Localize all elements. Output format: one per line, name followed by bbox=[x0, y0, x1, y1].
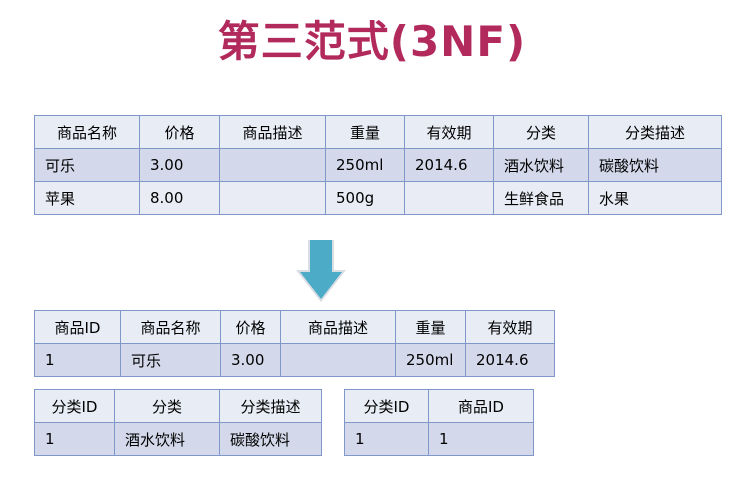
table-cell: 可乐 bbox=[120, 343, 221, 377]
header-cell: 有效期 bbox=[404, 115, 494, 149]
header-cell: 有效期 bbox=[465, 310, 555, 344]
table-cell: 生鲜食品 bbox=[493, 181, 589, 215]
header-cell: 分类ID bbox=[34, 389, 115, 423]
table-cell bbox=[404, 181, 494, 215]
header-cell: 价格 bbox=[139, 115, 220, 149]
table-cell: 250ml bbox=[325, 148, 405, 182]
original-table: 商品名称 价格 商品描述 重量 有效期 分类 分类描述 可乐 3.00 250m… bbox=[34, 115, 722, 215]
header-cell: 重量 bbox=[395, 310, 466, 344]
table-cell: 3.00 bbox=[220, 343, 281, 377]
table-cell bbox=[280, 343, 396, 377]
table-header-row: 商品名称 价格 商品描述 重量 有效期 分类 分类描述 bbox=[34, 115, 722, 149]
table-cell: 可乐 bbox=[34, 148, 140, 182]
header-cell: 分类ID bbox=[344, 389, 429, 423]
table-cell bbox=[219, 181, 326, 215]
table-row: 1 可乐 3.00 250ml 2014.6 bbox=[34, 343, 555, 377]
header-cell: 商品ID bbox=[34, 310, 121, 344]
header-cell: 商品描述 bbox=[219, 115, 326, 149]
header-cell: 商品ID bbox=[428, 389, 534, 423]
header-cell: 分类描述 bbox=[219, 389, 322, 423]
header-cell: 价格 bbox=[220, 310, 281, 344]
table-cell: 2014.6 bbox=[404, 148, 494, 182]
table-header-row: 分类ID 分类 分类描述 bbox=[34, 389, 322, 423]
header-cell: 重量 bbox=[325, 115, 405, 149]
relation-table: 分类ID 商品ID 1 1 bbox=[344, 389, 534, 456]
category-table: 分类ID 分类 分类描述 1 酒水饮料 碳酸饮料 bbox=[34, 389, 322, 456]
table-cell: 酒水饮料 bbox=[493, 148, 589, 182]
table-cell: 1 bbox=[428, 422, 534, 456]
table-cell: 8.00 bbox=[139, 181, 220, 215]
table-row: 苹果 8.00 500g 生鲜食品 水果 bbox=[34, 181, 722, 215]
table-cell: 1 bbox=[34, 422, 115, 456]
product-table: 商品ID 商品名称 价格 商品描述 重量 有效期 1 可乐 3.00 250ml… bbox=[34, 310, 555, 377]
header-cell: 商品名称 bbox=[120, 310, 221, 344]
slide-title: 第三范式(3NF) bbox=[217, 17, 527, 66]
table-cell bbox=[219, 148, 326, 182]
header-cell: 分类描述 bbox=[588, 115, 722, 149]
header-cell: 分类 bbox=[114, 389, 220, 423]
table-row: 1 1 bbox=[344, 422, 534, 456]
down-arrow-icon bbox=[296, 240, 346, 302]
table-cell: 酒水饮料 bbox=[114, 422, 220, 456]
table-cell: 1 bbox=[344, 422, 429, 456]
header-cell: 分类 bbox=[493, 115, 589, 149]
table-cell: 2014.6 bbox=[465, 343, 555, 377]
table-row: 1 酒水饮料 碳酸饮料 bbox=[34, 422, 322, 456]
table-cell: 碳酸饮料 bbox=[588, 148, 722, 182]
table-header-row: 商品ID 商品名称 价格 商品描述 重量 有效期 bbox=[34, 310, 555, 344]
table-cell: 碳酸饮料 bbox=[219, 422, 322, 456]
table-cell: 苹果 bbox=[34, 181, 140, 215]
table-cell: 3.00 bbox=[139, 148, 220, 182]
table-row: 可乐 3.00 250ml 2014.6 酒水饮料 碳酸饮料 bbox=[34, 148, 722, 182]
table-cell: 1 bbox=[34, 343, 121, 377]
table-header-row: 分类ID 商品ID bbox=[344, 389, 534, 423]
table-cell: 250ml bbox=[395, 343, 466, 377]
table-cell: 500g bbox=[325, 181, 405, 215]
header-cell: 商品名称 bbox=[34, 115, 140, 149]
table-cell: 水果 bbox=[588, 181, 722, 215]
header-cell: 商品描述 bbox=[280, 310, 396, 344]
